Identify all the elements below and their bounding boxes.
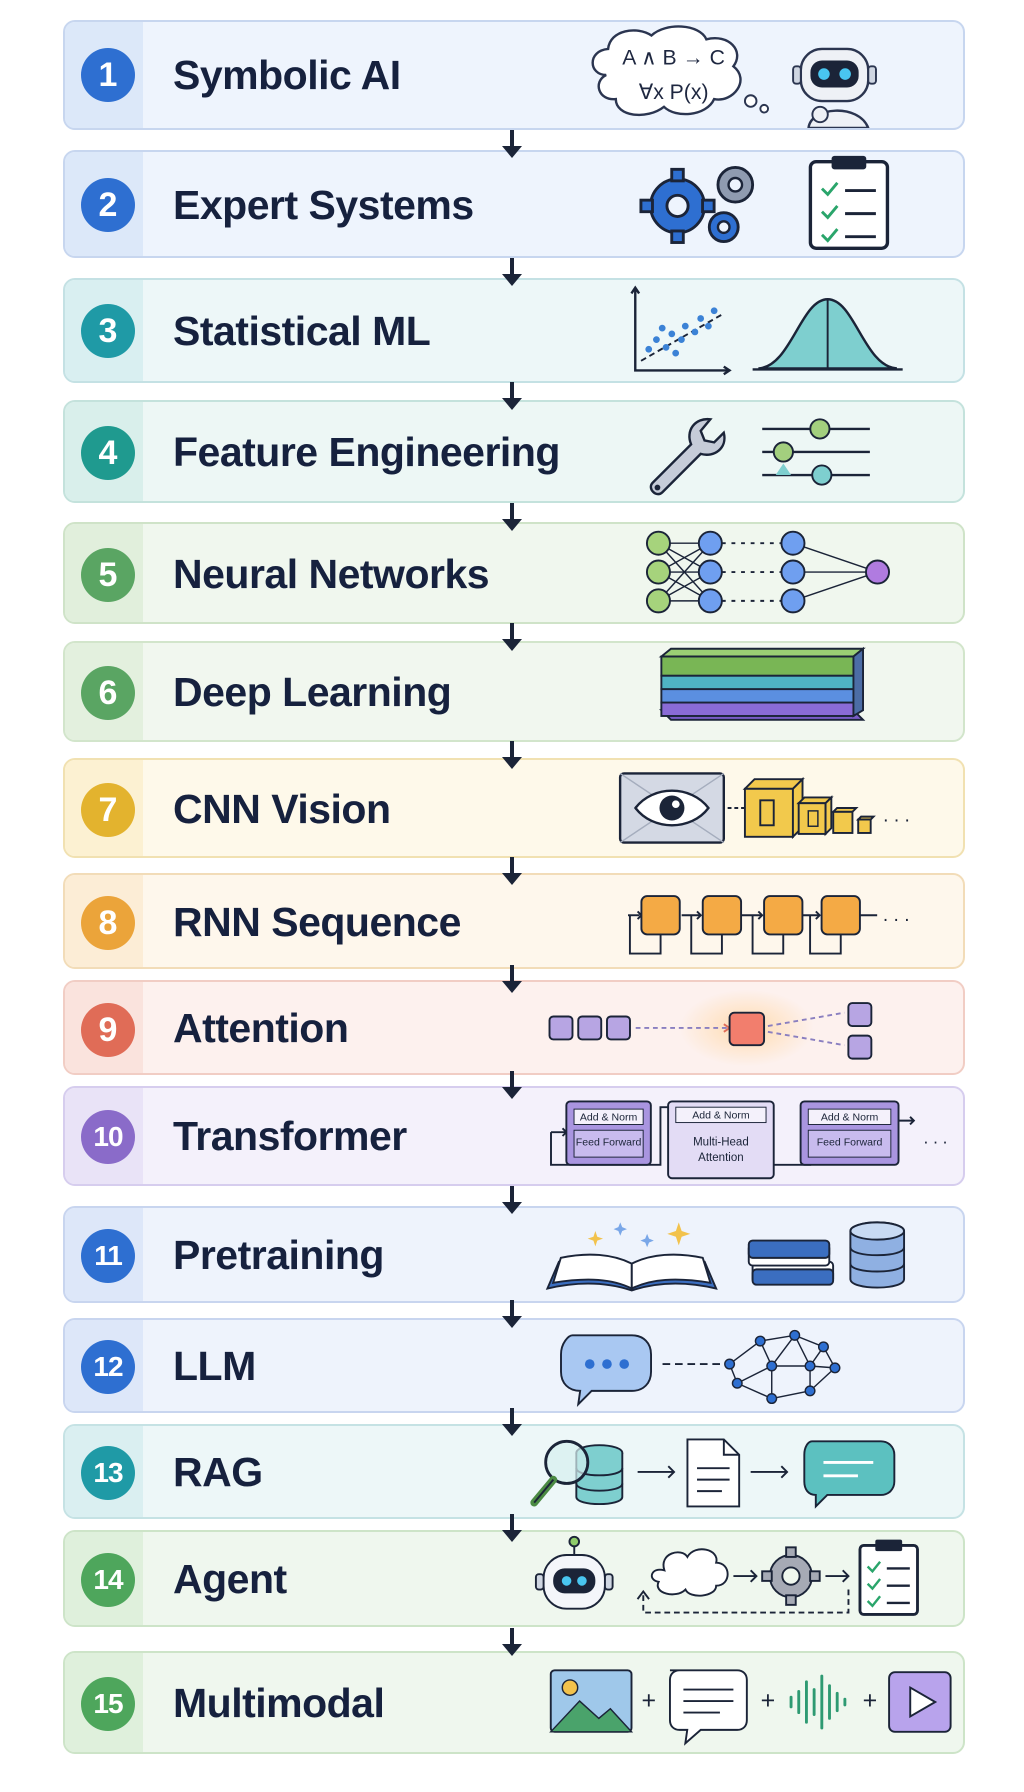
down-arrow-icon: [502, 741, 522, 769]
scatter-bellcurve-icon: [630, 285, 903, 376]
logic-robot-icon: A ∧ B → C ∀x P(x): [591, 25, 877, 128]
step-title: Feature Engineering: [173, 429, 560, 475]
step-title: Statistical ML: [173, 308, 431, 354]
step-card-4: 4 Feature Engineering: [63, 400, 965, 503]
down-arrow-icon: [502, 258, 522, 286]
step-title: CNN Vision: [173, 786, 391, 832]
step-card-12: 12 LLM: [63, 1318, 965, 1413]
image-text-audio-video-icon: + + +: [549, 1669, 952, 1746]
step-number-badge: 5: [81, 548, 135, 602]
step-number-badge: 2: [81, 178, 135, 232]
stacked-layers-icon: [658, 646, 866, 721]
feed-forward-label: Feed Forward: [576, 1137, 642, 1149]
chat-graph-icon: [560, 1329, 841, 1408]
multi-head-label: Multi-Head: [693, 1137, 749, 1149]
step-number-badge: 13: [81, 1446, 135, 1500]
step-card-10: 10 Transformer Add & Norm Feed Forward A…: [63, 1086, 965, 1186]
step-number-badge: 14: [81, 1553, 135, 1607]
rnn-chain-icon: . . .: [628, 895, 910, 955]
step-number-badge: 9: [81, 1003, 135, 1057]
attention-label: Attention: [698, 1152, 743, 1164]
plus-sign: +: [863, 1687, 878, 1715]
down-arrow-icon: [502, 1628, 522, 1656]
step-number-badge: 10: [81, 1110, 135, 1164]
step-title: Agent: [173, 1556, 287, 1602]
add-norm-label: Add & Norm: [821, 1112, 879, 1124]
transformer-blocks-icon: Add & Norm Feed Forward Add & Norm Multi…: [550, 1100, 947, 1180]
conv-ellipsis: . . .: [883, 805, 910, 826]
logic-formula-2: ∀x P(x): [639, 81, 709, 104]
agent-loop-icon: [534, 1535, 919, 1616]
down-arrow-icon: [502, 857, 522, 885]
add-norm-label: Add & Norm: [692, 1110, 750, 1122]
step-number-badge: 3: [81, 304, 135, 358]
step-title: RNN Sequence: [173, 899, 461, 945]
wrench-sliders-icon: [649, 418, 870, 496]
step-card-14: 14 Agent: [63, 1530, 965, 1627]
down-arrow-icon: [502, 1408, 522, 1436]
step-number-badge: 15: [81, 1677, 135, 1731]
step-card-9: 9 Attention: [63, 980, 965, 1075]
plus-sign: +: [761, 1687, 776, 1715]
step-title: Deep Learning: [173, 669, 452, 715]
plus-sign: +: [642, 1687, 657, 1715]
step-number-badge: 8: [81, 896, 135, 950]
step-card-11: 11 Pretraining: [63, 1206, 965, 1303]
step-title: Multimodal: [173, 1680, 385, 1726]
step-number-badge: 1: [81, 48, 135, 102]
step-number-badge: 6: [81, 666, 135, 720]
step-title: Transformer: [173, 1113, 407, 1159]
add-norm-label: Add & Norm: [580, 1112, 638, 1124]
transformer-ellipsis: . . .: [923, 1128, 947, 1148]
step-number-badge: 4: [81, 426, 135, 480]
book-database-icon: [545, 1221, 906, 1292]
step-card-5: 5 Neural Networks: [63, 522, 965, 624]
down-arrow-icon: [502, 1186, 522, 1214]
step-card-13: 13 RAG: [63, 1424, 965, 1519]
search-doc-chat-icon: [530, 1438, 896, 1509]
step-title: RAG: [173, 1449, 263, 1495]
step-title: Symbolic AI: [173, 52, 401, 98]
logic-formula-1: A ∧ B → C: [622, 46, 725, 69]
step-title: Pretraining: [173, 1232, 384, 1278]
down-arrow-icon: [502, 1514, 522, 1542]
eye-conv-icon: . . .: [618, 772, 910, 844]
down-arrow-icon: [502, 130, 522, 158]
step-title: LLM: [173, 1343, 256, 1389]
step-card-3: 3 Statistical ML: [63, 278, 965, 383]
feed-forward-label: Feed Forward: [817, 1137, 883, 1149]
step-title: Expert Systems: [173, 182, 474, 228]
step-title: Attention: [173, 1005, 349, 1051]
step-card-15: 15 Multimodal + + +: [63, 1651, 965, 1754]
down-arrow-icon: [502, 503, 522, 531]
step-number-badge: 12: [81, 1340, 135, 1394]
down-arrow-icon: [502, 382, 522, 410]
step-card-2: 2 Expert Systems: [63, 150, 965, 258]
step-number-badge: 11: [81, 1229, 135, 1283]
down-arrow-icon: [502, 1071, 522, 1099]
down-arrow-icon: [502, 965, 522, 993]
step-title: Neural Networks: [173, 551, 490, 597]
gears-checklist-icon: [639, 155, 890, 250]
down-arrow-icon: [502, 623, 522, 651]
attention-icon: [548, 989, 873, 1067]
step-card-1: 1 Symbolic AI A ∧ B → C ∀x P(x): [63, 20, 965, 130]
rnn-ellipsis: . . .: [883, 905, 910, 926]
neural-network-icon: [645, 530, 890, 614]
step-number-badge: 7: [81, 783, 135, 837]
down-arrow-icon: [502, 1300, 522, 1328]
step-card-6: 6 Deep Learning: [63, 641, 965, 742]
step-card-7: 7 CNN Vision . . .: [63, 758, 965, 858]
